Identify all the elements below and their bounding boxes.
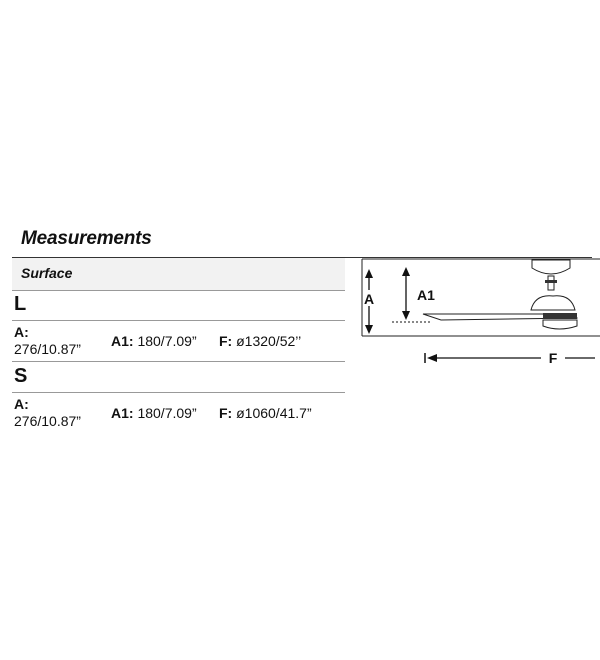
spec-a1: A1: 180/7.09” (111, 333, 197, 350)
spec-a1-label: A1: (111, 333, 134, 349)
spec-a1: A1: 180/7.09” (111, 405, 197, 422)
spec-f-value: ø1060/41.7” (236, 405, 312, 421)
spec-a-value: 276/10.87” (14, 341, 81, 357)
row-divider (12, 392, 345, 393)
row-divider (12, 320, 345, 321)
spec-a-value: 276/10.87” (14, 413, 81, 429)
spec-f: F: ø1060/41.7” (219, 405, 312, 422)
size-label-l: L (14, 293, 27, 315)
title-divider (12, 257, 592, 258)
size-label-s: S (14, 365, 28, 387)
mounting-type-row: Surface (12, 258, 345, 291)
spec-a1-value: 180/7.09” (137, 333, 197, 349)
spec-a-label: A: (14, 324, 29, 340)
spec-f-label: F: (219, 333, 233, 349)
spec-a-label: A: (14, 396, 29, 412)
spec-f-value: ø1320/52’’ (236, 333, 302, 349)
dimension-a-arrow (365, 269, 373, 334)
ceiling-fan-icon (422, 259, 578, 330)
dimension-f-label: F (549, 350, 558, 366)
dimension-f-arrow (424, 353, 595, 363)
dimension-diagram: A A1 F (361, 258, 600, 366)
dimension-a1-label: A1 (417, 287, 435, 303)
mounting-type-label: Surface (21, 265, 73, 281)
dimension-a1-arrow (392, 267, 430, 323)
spec-a: A: 276/10.87” (14, 396, 81, 430)
spec-f: F: ø1320/52’’ (219, 333, 301, 350)
row-divider (12, 361, 345, 362)
spec-a1-label: A1: (111, 405, 134, 421)
spec-f-label: F: (219, 405, 233, 421)
spec-a: A: 276/10.87” (14, 324, 81, 358)
section-title: Measurements (21, 228, 152, 249)
spec-a1-value: 180/7.09” (137, 405, 197, 421)
dimension-a-label: A (364, 291, 374, 307)
